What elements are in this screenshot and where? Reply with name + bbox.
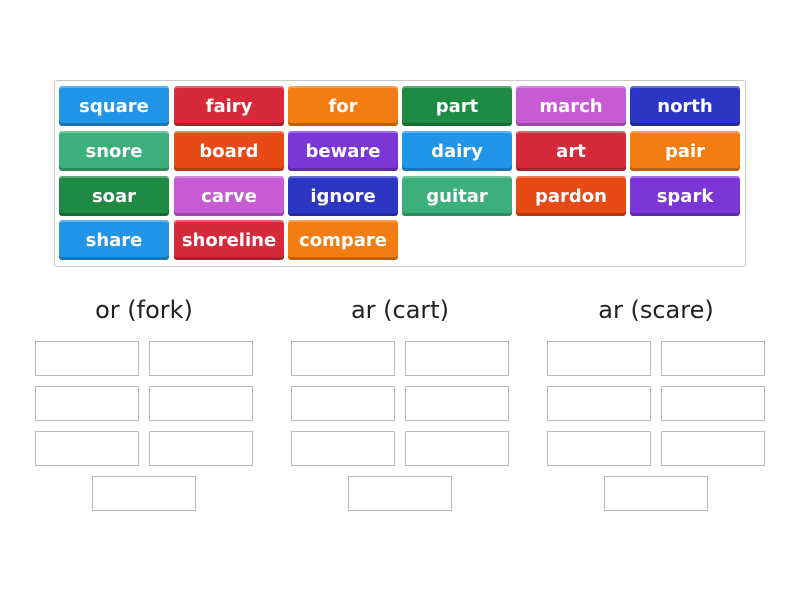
word-tile-carve[interactable]: carve — [174, 176, 284, 216]
drop-slot-ar-cart-6[interactable] — [405, 431, 509, 466]
word-tile-shoreline[interactable]: shoreline — [174, 220, 284, 260]
drop-slot-ar-scare-3[interactable] — [547, 386, 651, 421]
word-tile-for[interactable]: for — [288, 86, 398, 126]
word-tile-beware[interactable]: beware — [288, 131, 398, 171]
word-tile-guitar[interactable]: guitar — [402, 176, 512, 216]
word-tile-march[interactable]: march — [516, 86, 626, 126]
drop-slot-ar-scare-6[interactable] — [661, 431, 765, 466]
word-tile-board[interactable]: board — [174, 131, 284, 171]
word-tile-fairy[interactable]: fairy — [174, 86, 284, 126]
group-title-or-fork: or (fork) — [95, 296, 193, 324]
drop-slot-ar-scare-2[interactable] — [661, 341, 765, 376]
drop-slot-ar-cart-7[interactable] — [348, 476, 452, 511]
word-tile-square[interactable]: square — [59, 86, 169, 126]
word-tile-share[interactable]: share — [59, 220, 169, 260]
drop-slot-or-fork-2[interactable] — [149, 341, 253, 376]
drop-slot-or-fork-4[interactable] — [149, 386, 253, 421]
word-tile-north[interactable]: north — [630, 86, 740, 126]
drop-slot-ar-cart-2[interactable] — [405, 341, 509, 376]
drop-slot-ar-scare-4[interactable] — [661, 386, 765, 421]
drop-slot-or-fork-6[interactable] — [149, 431, 253, 466]
word-tile-art[interactable]: art — [516, 131, 626, 171]
word-tile-soar[interactable]: soar — [59, 176, 169, 216]
drop-slot-ar-scare-1[interactable] — [547, 341, 651, 376]
word-tile-part[interactable]: part — [402, 86, 512, 126]
word-tile-snore[interactable]: snore — [59, 131, 169, 171]
word-tile-pardon[interactable]: pardon — [516, 176, 626, 216]
drop-slot-ar-scare-7[interactable] — [604, 476, 708, 511]
drop-slot-ar-scare-5[interactable] — [547, 431, 651, 466]
word-tile-dairy[interactable]: dairy — [402, 131, 512, 171]
drop-slot-or-fork-7[interactable] — [92, 476, 196, 511]
drop-slot-or-fork-5[interactable] — [35, 431, 139, 466]
drop-slot-ar-cart-4[interactable] — [405, 386, 509, 421]
drop-slot-ar-cart-1[interactable] — [291, 341, 395, 376]
drop-slot-ar-cart-3[interactable] — [291, 386, 395, 421]
drop-slot-ar-cart-5[interactable] — [291, 431, 395, 466]
word-tile-pair[interactable]: pair — [630, 131, 740, 171]
word-tile-ignore[interactable]: ignore — [288, 176, 398, 216]
word-tile-compare[interactable]: compare — [288, 220, 398, 260]
drop-slot-or-fork-3[interactable] — [35, 386, 139, 421]
group-title-ar-cart: ar (cart) — [350, 296, 450, 324]
drop-slot-or-fork-1[interactable] — [35, 341, 139, 376]
group-title-ar-scare: ar (scare) — [598, 296, 714, 324]
word-tile-spark[interactable]: spark — [630, 176, 740, 216]
